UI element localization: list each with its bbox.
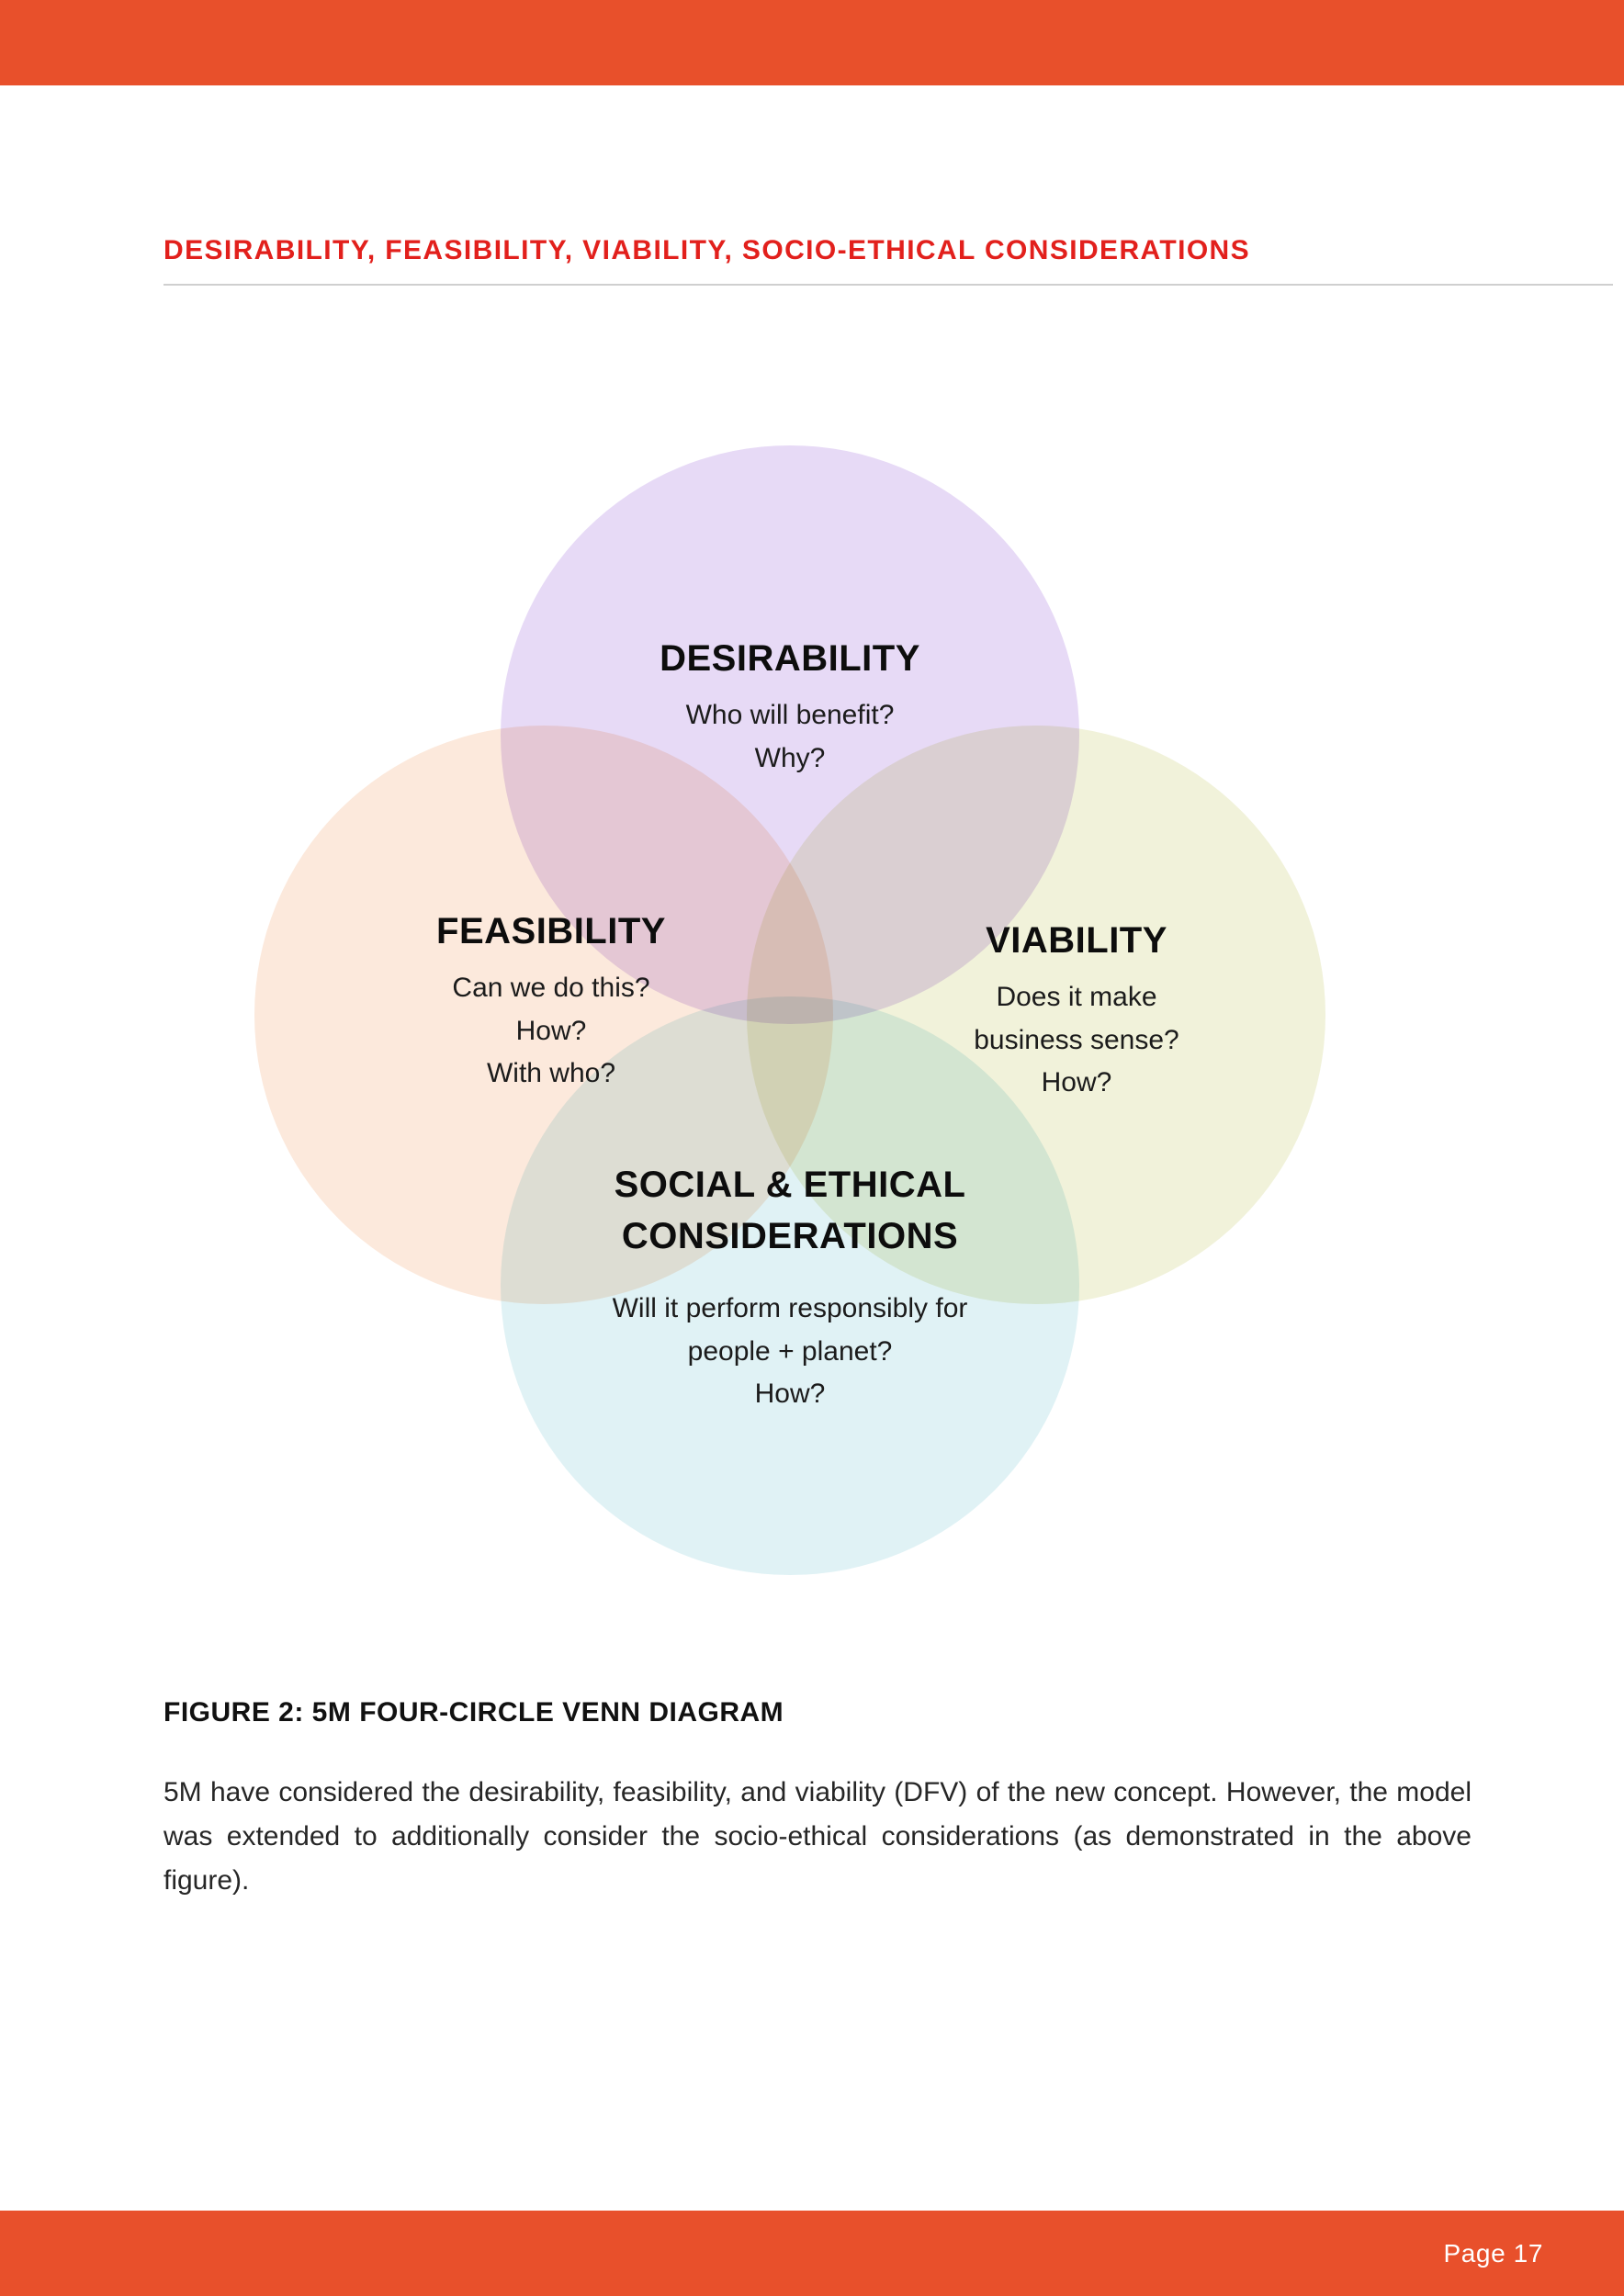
venn-title-social-ethical: SOCIAL & ETHICAL CONSIDERATIONS bbox=[441, 1159, 1139, 1262]
venn-label-viability: VIABILITY Does it make business sense? H… bbox=[801, 920, 1352, 1105]
venn-label-desirability: DESIRABILITY Who will benefit? Why? bbox=[514, 638, 1066, 780]
venn-diagram: DESIRABILITY Who will benefit? Why? FEAS… bbox=[254, 445, 1352, 1575]
venn-text-feasibility: Can we do this? How? With who? bbox=[276, 967, 827, 1096]
venn-label-feasibility: FEASIBILITY Can we do this? How? With wh… bbox=[276, 911, 827, 1096]
top-accent-bar bbox=[0, 0, 1624, 85]
venn-text-line: Why? bbox=[754, 742, 826, 773]
figure-caption: FIGURE 2: 5M FOUR-CIRCLE VENN DIAGRAM bbox=[164, 1697, 784, 1728]
venn-circle-social-ethical bbox=[501, 996, 1079, 1575]
venn-text-line: Can we do this? bbox=[452, 973, 650, 1003]
venn-title-line: CONSIDERATIONS bbox=[621, 1216, 959, 1256]
venn-text-line: With who? bbox=[486, 1058, 616, 1088]
page-title: DESIRABILITY, FEASIBILITY, VIABILITY, SO… bbox=[164, 235, 1251, 265]
venn-text-social-ethical: Will it perform responsibly for people +… bbox=[441, 1288, 1139, 1416]
venn-text-line: How? bbox=[754, 1379, 826, 1409]
venn-text-line: How? bbox=[1041, 1067, 1112, 1097]
footer-bar: Page 17 bbox=[0, 2211, 1624, 2296]
venn-text-desirability: Who will benefit? Why? bbox=[514, 694, 1066, 780]
venn-title-desirability: DESIRABILITY bbox=[660, 638, 920, 679]
venn-text-viability: Does it make business sense? How? bbox=[801, 976, 1352, 1105]
venn-title-viability: VIABILITY bbox=[986, 920, 1167, 961]
venn-text-line: people + planet? bbox=[687, 1335, 893, 1367]
venn-text-line: Does it make bbox=[996, 982, 1157, 1012]
venn-label-social-ethical: SOCIAL & ETHICAL CONSIDERATIONS Will it … bbox=[441, 1159, 1139, 1416]
venn-text-line: Who will benefit? bbox=[685, 700, 895, 730]
venn-title-line: SOCIAL & ETHICAL bbox=[614, 1165, 966, 1205]
heading-divider bbox=[164, 284, 1613, 286]
venn-text-line: business sense? bbox=[974, 1024, 1179, 1055]
venn-text-line: Will it perform responsibly for bbox=[612, 1293, 968, 1323]
venn-title-feasibility: FEASIBILITY bbox=[436, 911, 666, 951]
page-number: Page 17 bbox=[1443, 2238, 1543, 2268]
venn-text-line: How? bbox=[515, 1015, 587, 1046]
body-paragraph: 5M have considered the desirability, fea… bbox=[164, 1777, 1472, 1896]
